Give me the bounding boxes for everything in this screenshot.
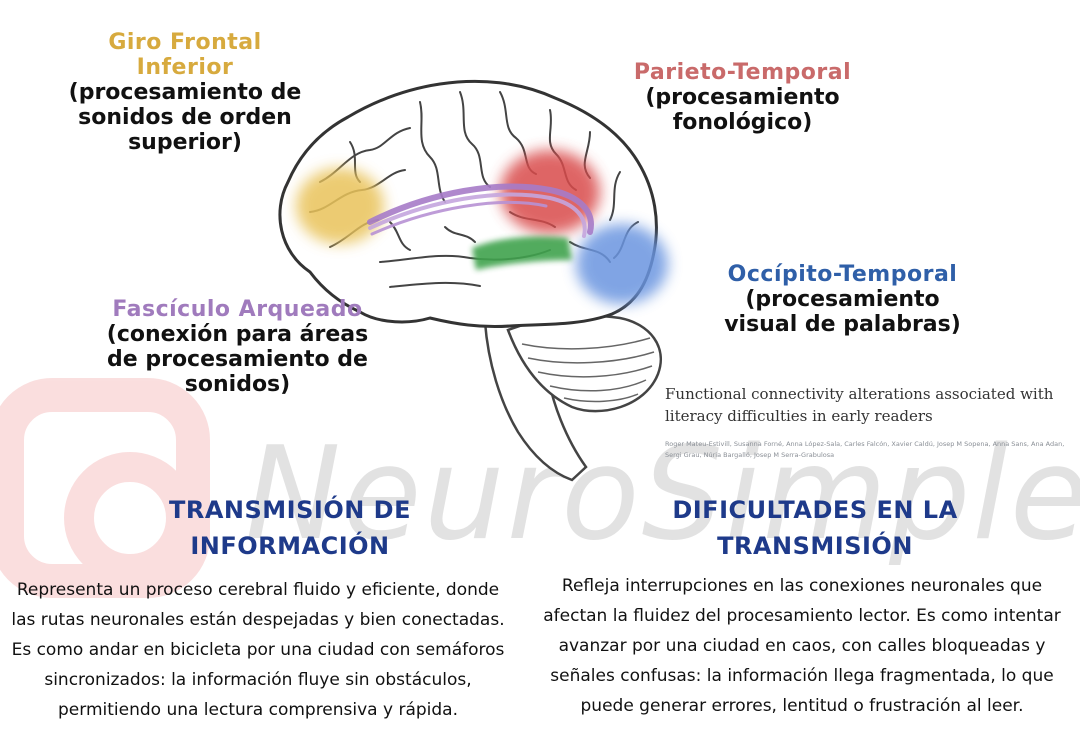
label-fascicle-title: Fascículo Arqueado xyxy=(112,297,363,322)
paper-authors: Roger Mateu-Estivill, Susanna Forné, Ann… xyxy=(665,440,1065,459)
arcuate-fascicle xyxy=(367,183,594,238)
label-occipital-title: Occípito-Temporal xyxy=(727,262,958,287)
text-right: Refleja interrupciones en las conexiones… xyxy=(543,576,1061,716)
heading-right: DIFICULTADES EN LA TRANSMISIÓN xyxy=(672,496,958,560)
green-region xyxy=(472,236,572,270)
heading-left: TRANSMISIÓN DE INFORMACIÓN xyxy=(169,496,411,560)
label-parietal-desc: (procesamiento fonológico) xyxy=(645,85,840,135)
paper-reference: Functional connectivity alterations asso… xyxy=(665,383,1065,461)
label-frontal-desc: (procesamiento de sonidos de orden super… xyxy=(68,80,302,155)
label-occipital: Occípito-Temporal (procesamiento visual … xyxy=(715,262,970,337)
cerebrum xyxy=(278,79,658,329)
paper-title: Functional connectivity alterations asso… xyxy=(665,385,1054,425)
label-parietal-title: Parieto-Temporal xyxy=(633,60,852,85)
label-frontal-title: Giro Frontal Inferior xyxy=(108,30,262,80)
instagram-logo-watermark xyxy=(0,378,210,598)
label-frontal: Giro Frontal Inferior (procesamiento de … xyxy=(60,30,310,155)
brainstem xyxy=(483,320,588,482)
watermark-text: NeuroSimple xyxy=(245,420,1080,569)
label-parietal: Parieto-Temporal (procesamiento fonológi… xyxy=(615,60,870,135)
brain-illustration xyxy=(278,79,668,482)
text-left: Representa un proceso cerebral fluido y … xyxy=(11,580,505,720)
label-occipital-desc: (procesamiento visual de palabras) xyxy=(724,287,961,337)
occipital-region xyxy=(576,224,668,304)
label-fascicle-desc: (conexión para áreas de procesamiento de… xyxy=(106,322,369,397)
frontal-region xyxy=(296,168,384,244)
label-fascicle: Fascículo Arqueado (conexión para áreas … xyxy=(100,297,375,397)
